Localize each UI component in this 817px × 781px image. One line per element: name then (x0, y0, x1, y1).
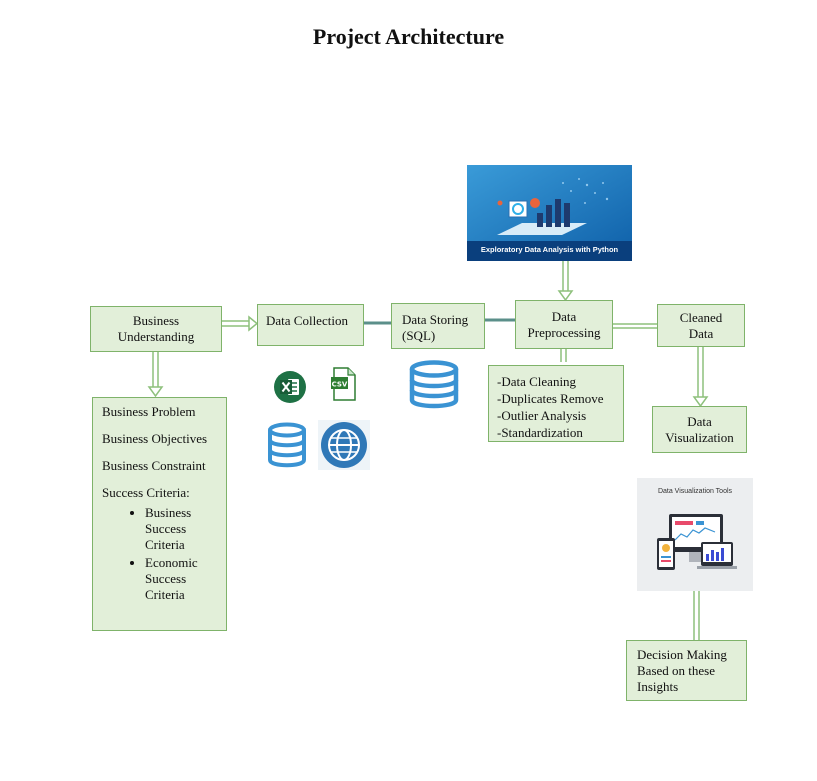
csv-icon: CSV (331, 367, 356, 401)
node-label-line: Insights (637, 679, 679, 694)
success-criteria-bullet: Economic Success Criteria (145, 555, 215, 603)
bullet-line: Criteria (145, 587, 185, 602)
viz-tools-image: Data Visualization Tools (637, 478, 753, 591)
node-label-line: (SQL) (402, 328, 436, 343)
bullet-line: Business (145, 505, 192, 520)
decision-making-node: Decision Making Based on these Insights (626, 640, 747, 701)
eda-illustration (467, 165, 632, 261)
business-understanding-node: Business Understanding (90, 306, 222, 352)
line-viztools-to-decision (693, 591, 700, 640)
svg-text:CSV: CSV (332, 381, 348, 389)
data-collection-node: Data Collection (257, 304, 364, 346)
bullet-line: Success (145, 521, 187, 536)
business-detail-item: Business Problem (102, 404, 196, 419)
business-detail-item: Business Objectives (102, 431, 208, 446)
node-label-line: Data (688, 325, 714, 341)
success-criteria-list: Business Success Criteria Economic Succe… (93, 505, 226, 603)
business-detail-item: Business Constraint (102, 458, 206, 473)
globe-icon (318, 420, 370, 470)
node-label-line: Visualization (665, 429, 734, 445)
success-criteria-bullet: Business Success Criteria (145, 505, 215, 553)
node-label-line: Business (132, 313, 180, 328)
node-label-line: Understanding (117, 329, 195, 344)
bullet-line: Criteria (145, 537, 185, 552)
business-detail-item: Success Criteria: (102, 485, 190, 500)
preprocessing-step: -Data Cleaning (497, 374, 577, 389)
node-label-line: Preprocessing (527, 324, 601, 340)
node-label-line: Cleaned (679, 309, 723, 325)
node-label-line: Data Storing (402, 312, 469, 327)
sql-database-icon (409, 360, 459, 409)
database-icon (268, 422, 306, 468)
business-details-box: Business Problem Business Objectives Bus… (92, 397, 227, 631)
excel-icon (274, 371, 306, 403)
line-preprocessing-to-cleaned (613, 323, 657, 329)
eda-caption: Exploratory Data Analysis with Python (480, 245, 619, 254)
viz-tools-illustration (657, 514, 737, 570)
bullet-line: Economic (145, 555, 198, 570)
viz-tools-caption: Data Visualization Tools (657, 488, 733, 495)
node-label-line: Based on these (637, 663, 715, 678)
preprocessing-step: -Standardization (497, 425, 583, 440)
arrow-cleaned-to-visualization (692, 347, 709, 408)
data-visualization-node: Data Visualization (652, 406, 747, 453)
node-label-line: Decision Making (637, 647, 727, 662)
data-preprocessing-node: Data Preprocessing (515, 300, 613, 349)
arrow-preprocessing-to-steps (560, 349, 567, 362)
arrow-eda-to-preprocessing (557, 261, 574, 302)
node-label-line: Data (687, 413, 712, 429)
preprocessing-steps-box: -Data Cleaning -Duplicates Remove -Outli… (488, 365, 624, 442)
bullet-line: Success (145, 571, 187, 586)
preprocessing-step: -Duplicates Remove (497, 391, 604, 406)
arrow-business-to-collection (222, 315, 259, 332)
node-label-line: Data (551, 308, 577, 324)
diagram-title: Project Architecture (312, 24, 505, 49)
node-label: Data Collection (266, 313, 348, 328)
eda-python-image: Exploratory Data Analysis with Python (467, 165, 632, 261)
preprocessing-step: -Outlier Analysis (497, 408, 587, 423)
cleaned-data-node: Cleaned Data (657, 304, 745, 347)
data-storing-node: Data Storing (SQL) (391, 303, 485, 349)
arrow-business-to-details (147, 352, 164, 398)
